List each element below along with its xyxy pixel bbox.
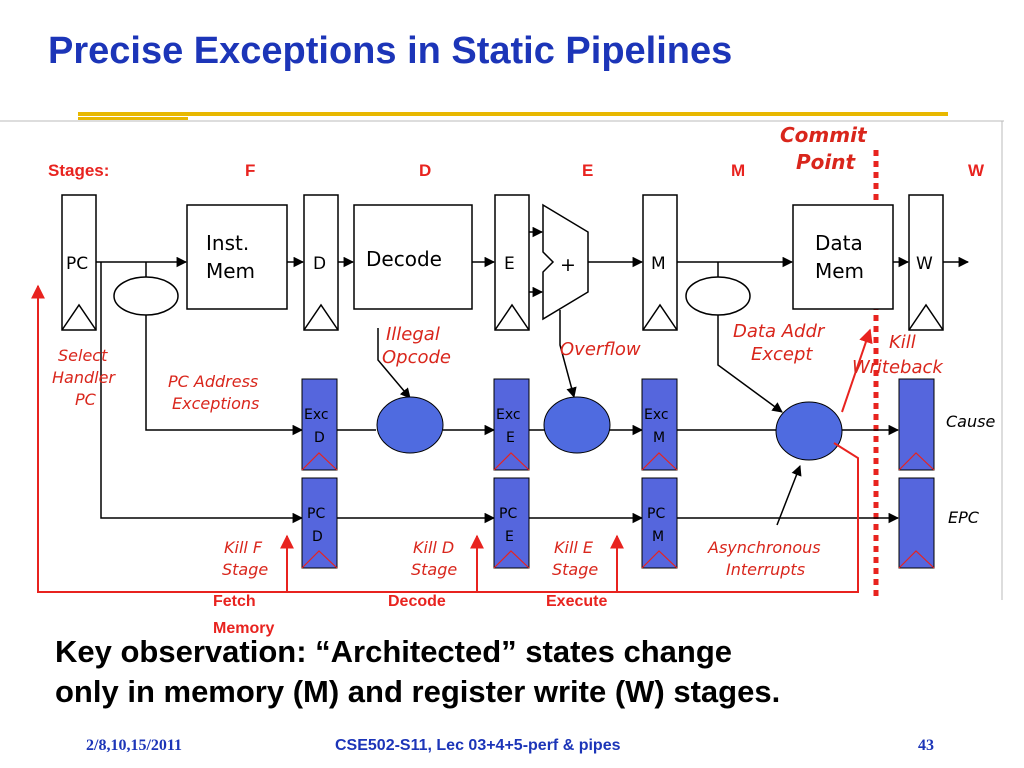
stage-m-label: M — [731, 161, 745, 180]
data-address-checker — [685, 276, 751, 316]
decode-stage-label: Decode — [388, 593, 446, 610]
kill-writeback-label-1: Kill — [889, 332, 916, 353]
pc-d-label-1: PC — [307, 506, 325, 522]
cause-label: Cause — [946, 412, 995, 431]
pc-e-label-1: PC — [499, 506, 517, 522]
footer-page-number: 43 — [918, 737, 934, 754]
pipeline-diagram: Stages: F D E M W Commit Point PC Inst. … — [0, 120, 1004, 637]
footer-course: CSE502-S11, Lec 03+4+5-perf & pipes — [335, 737, 621, 754]
pc-e-register — [493, 477, 530, 569]
exc-e-label-2: E — [506, 430, 515, 446]
exception-combine-d — [376, 396, 444, 454]
execute-label: Execute — [546, 593, 607, 610]
select-handler-label-3: PC — [75, 390, 97, 409]
kill-e-stage-label-2: Stage — [552, 560, 598, 579]
illegal-opcode-label-2: Opcode — [382, 347, 451, 368]
data-addr-except-label-1: Data Addr — [733, 321, 826, 342]
epc-register — [898, 477, 935, 569]
exc-d-label-1: Exc — [304, 407, 329, 423]
stage-f-label: F — [245, 161, 255, 180]
key-observation: Key observation: “Architected” states ch… — [55, 632, 780, 712]
memory-label: Memory — [213, 620, 274, 637]
key-observation-line-2: only in memory (M) and register write (W… — [55, 674, 781, 709]
kill-f-stage-label-1: Kill F — [224, 538, 263, 557]
stage-d-label: D — [419, 161, 431, 180]
exc-m-register — [641, 378, 678, 471]
pc-m-label-2: M — [652, 529, 664, 545]
exc-m-label-1: Exc — [644, 407, 669, 423]
slide-title: Precise Exceptions in Static Pipelines — [48, 30, 733, 72]
data-mem-label-2: Mem — [815, 259, 864, 283]
stage-w-label: W — [968, 161, 985, 180]
inst-mem-label-2: Mem — [206, 259, 255, 283]
kill-f-stage-label-2: Stage — [222, 560, 268, 579]
w-register-label: W — [916, 254, 933, 274]
exc-m-label-2: M — [653, 430, 665, 446]
kill-d-stage-label-2: Stage — [411, 560, 457, 579]
e-register — [494, 194, 530, 331]
illegal-opcode-label-1: Illegal — [386, 324, 440, 345]
stages-label: Stages: — [48, 161, 109, 180]
data-mem-block — [792, 204, 894, 310]
pc-d-label-2: D — [312, 529, 323, 545]
pc-d-register — [301, 477, 338, 569]
pc-m-register — [641, 477, 678, 569]
pc-register-label: PC — [66, 254, 88, 274]
exception-combine-m — [775, 401, 843, 461]
kill-writeback-label-2: Writeback — [852, 357, 944, 378]
decode-block-label: Decode — [366, 247, 442, 271]
e-register-label: E — [504, 254, 515, 274]
epc-label: EPC — [948, 508, 980, 527]
fetch-label: Fetch — [213, 593, 256, 610]
overflow-label: Overflow — [560, 339, 641, 360]
inst-mem-label-1: Inst. — [206, 231, 249, 255]
title-rule — [78, 112, 948, 116]
pc-address-exceptions-label-2: Exceptions — [172, 394, 259, 413]
m-register-label: M — [651, 254, 666, 274]
title-rule-accent — [78, 117, 188, 120]
cause-register — [898, 378, 935, 471]
data-addr-except-label-2: Except — [751, 344, 813, 365]
alu-plus-label: + — [560, 254, 576, 276]
async-interrupts-label-1: Asynchronous — [707, 538, 821, 557]
data-mem-label-1: Data — [815, 231, 863, 255]
exc-e-label-1: Exc — [496, 407, 521, 423]
inst-mem-block — [186, 204, 288, 310]
footer-date: 2/8,10,15/2011 — [86, 737, 183, 754]
d-register-label: D — [313, 254, 326, 274]
exception-combine-e — [543, 396, 611, 454]
pc-address-exceptions-label-1: PC Address — [168, 372, 258, 391]
pc-e-label-2: E — [505, 529, 514, 545]
select-handler-label-2: Handler — [52, 368, 116, 387]
async-interrupts-label-2: Interrupts — [726, 560, 805, 579]
pc-m-label-1: PC — [647, 506, 665, 522]
kill-d-stage-label-1: Kill D — [413, 538, 454, 557]
select-handler-label-1: Select — [58, 346, 108, 365]
exc-d-label-2: D — [314, 430, 325, 446]
kill-e-stage-label-1: Kill E — [554, 538, 594, 557]
commit-point-label-2: Point — [796, 150, 856, 174]
commit-point-label-1: Commit — [780, 123, 868, 147]
pc-address-checker — [113, 276, 179, 316]
exc-e-register — [493, 378, 530, 471]
stage-e-label: E — [582, 161, 593, 180]
key-observation-line-1: Key observation: “Architected” states ch… — [55, 634, 733, 669]
exc-d-register — [301, 378, 338, 471]
decode-block — [353, 204, 473, 310]
